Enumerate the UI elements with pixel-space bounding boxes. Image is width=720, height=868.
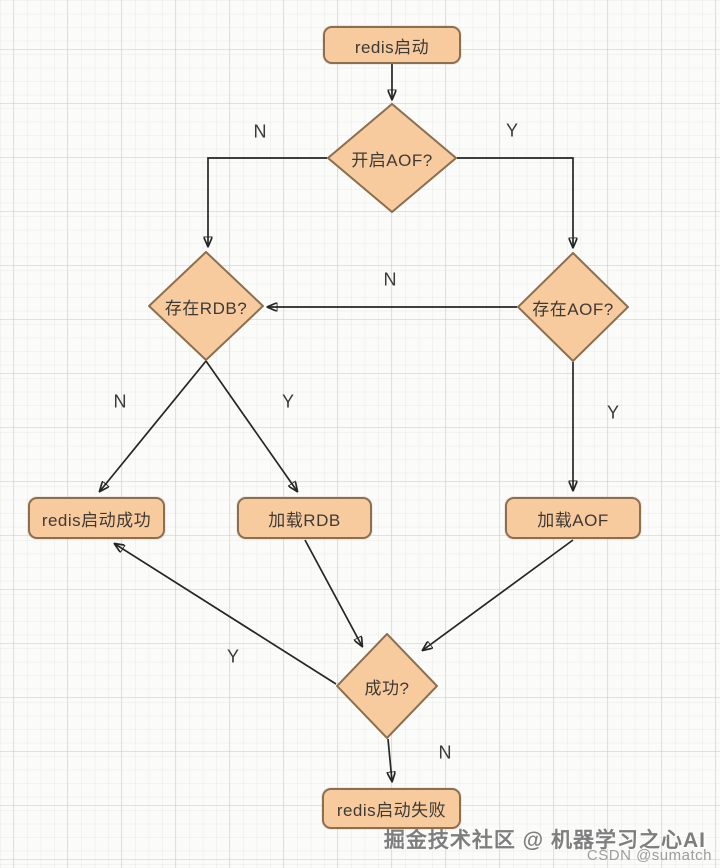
node-aof-enabled-label: 开启AOF? <box>351 150 433 170</box>
edge-aof-enabled-no-to-rdb-exists <box>208 157 327 246</box>
watermark-community: 掘金技术社区 @ 机器学习之心AI <box>383 829 706 852</box>
node-load-rdb: 加载RDB <box>237 497 372 539</box>
node-rdb-exists: 存在RDB? <box>148 251 264 361</box>
edge-label-aof-exists-no: N <box>383 269 397 290</box>
edge-success-check-yes-to-success <box>115 544 337 685</box>
edge-label-aof-enabled-yes: Y <box>505 120 519 141</box>
edge-aof-enabled-yes-to-aof-exists <box>457 157 573 247</box>
node-start: redis启动 <box>323 26 461 64</box>
edge-label-aof-exists-yes: Y <box>606 402 620 423</box>
diamond-shape <box>517 252 629 362</box>
edge-load-aof-to-success-check <box>423 539 574 650</box>
node-success-check-label: 成功? <box>364 678 410 698</box>
node-start-success: redis启动成功 <box>28 497 165 539</box>
node-start-fail: redis启动失败 <box>322 788 461 829</box>
edge-label-success-no: N <box>438 742 452 763</box>
node-start-fail-label: redis启动失败 <box>336 801 447 820</box>
node-aof-exists: 存在AOF? <box>517 252 629 362</box>
edge-label-rdb-exists-yes: Y <box>281 391 295 412</box>
edge-rdb-exists-yes-to-load-rdb <box>205 360 297 491</box>
edge-label-rdb-exists-no: N <box>113 391 127 412</box>
watermark-csdn: CSDN @sumatch <box>586 847 712 864</box>
node-start-success-label: redis启动成功 <box>41 510 152 530</box>
node-aof-enabled: 开启AOF? <box>327 103 457 213</box>
edge-rdb-exists-no-to-success <box>100 360 207 491</box>
edge-success-check-no-to-fail <box>388 738 392 781</box>
edge-load-rdb-to-success-check <box>304 539 362 646</box>
node-aof-exists-label: 存在AOF? <box>532 299 614 319</box>
diamond-shape <box>327 103 457 213</box>
node-success-check: 成功? <box>336 633 438 739</box>
node-load-aof-label: 加载AOF <box>537 510 609 530</box>
edge-label-success-yes: Y <box>226 646 240 667</box>
node-start-label: redis启动 <box>354 37 430 57</box>
edge-label-aof-enabled-no: N <box>253 121 267 142</box>
node-load-aof: 加载AOF <box>505 497 641 539</box>
node-rdb-exists-label: 存在RDB? <box>164 298 248 318</box>
diamond-shape <box>336 633 438 739</box>
diamond-shape <box>148 251 264 361</box>
node-load-rdb-label: 加载RDB <box>268 510 341 530</box>
